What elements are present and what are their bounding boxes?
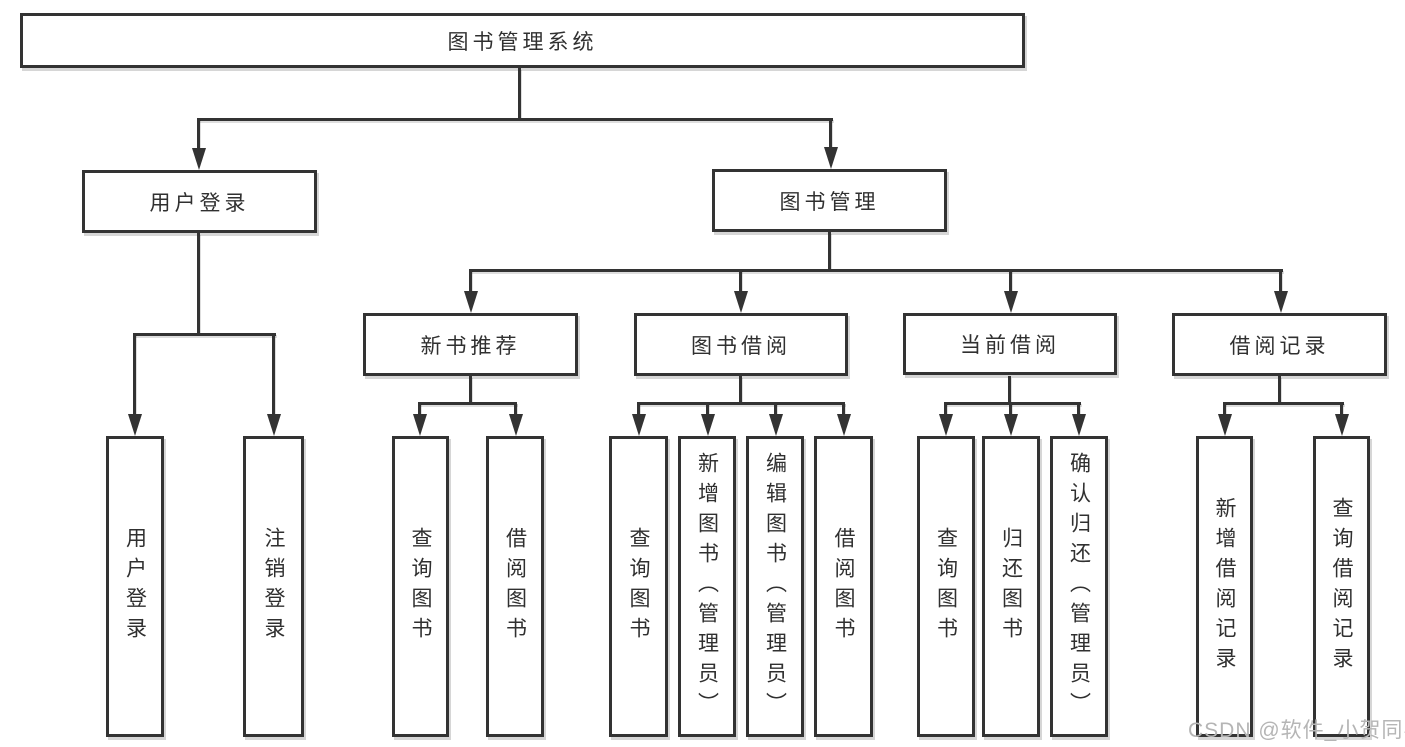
connector-line bbox=[1279, 269, 1282, 291]
connector-line bbox=[829, 118, 832, 150]
leaf-add-borrow-record: 新增借阅记录 bbox=[1196, 436, 1253, 737]
leaf-query-borrow-record: 查询借阅记录 bbox=[1313, 436, 1370, 737]
node-label: 查询图书 bbox=[627, 526, 650, 647]
connector-line bbox=[637, 402, 640, 414]
arrowhead-down-icon bbox=[631, 414, 646, 436]
node-label: 注销登录 bbox=[262, 526, 285, 647]
connector-line bbox=[739, 269, 742, 291]
connector-line bbox=[197, 118, 200, 150]
connector-line bbox=[272, 333, 275, 414]
node-new-book-recommend: 新书推荐 bbox=[363, 313, 578, 376]
arrowhead-down-icon bbox=[836, 414, 851, 436]
arrowhead-down-icon bbox=[508, 414, 523, 436]
leaf-user-login: 用户登录 bbox=[106, 436, 164, 737]
arrowhead-down-icon bbox=[1071, 414, 1086, 436]
node-borrow-records: 借阅记录 bbox=[1172, 313, 1387, 376]
leaf-return-books: 归还图书 bbox=[982, 436, 1040, 737]
arrowhead-down-icon bbox=[768, 414, 783, 436]
leaf-borrow-books-2: 借阅图书 bbox=[814, 436, 873, 737]
leaf-confirm-return-admin: 确认归还（管理员） bbox=[1050, 436, 1108, 737]
leaf-query-books-3: 查询图书 bbox=[917, 436, 975, 737]
connector-line bbox=[418, 402, 517, 405]
connector-line bbox=[197, 118, 833, 121]
node-label: 借阅记录 bbox=[1229, 334, 1330, 358]
connector-line bbox=[842, 402, 845, 414]
node-library-management-system: 图书管理系统 bbox=[20, 13, 1025, 68]
node-book-borrow: 图书借阅 bbox=[634, 313, 848, 376]
node-label: 归还图书 bbox=[999, 526, 1023, 647]
node-label: 用户登录 bbox=[123, 526, 147, 647]
node-label: 查询图书 bbox=[409, 526, 432, 647]
arrowhead-down-icon bbox=[1334, 414, 1349, 436]
node-label: 查询借阅记录 bbox=[1330, 496, 1353, 677]
node-label: 编辑图书（管理员） bbox=[763, 451, 787, 722]
leaf-query-books-2: 查询图书 bbox=[609, 436, 668, 737]
arrowhead-down-icon bbox=[1273, 291, 1288, 313]
arrowhead-down-icon bbox=[1003, 414, 1018, 436]
watermark-text: CSDN @软件_小贺同学 bbox=[1188, 719, 1405, 742]
connector-line bbox=[197, 233, 200, 333]
connector-line bbox=[469, 376, 472, 402]
node-label: 借阅图书 bbox=[832, 526, 855, 647]
arrowhead-down-icon bbox=[191, 148, 206, 170]
connector-line bbox=[944, 402, 1081, 405]
connector-line bbox=[637, 402, 845, 405]
connector-line bbox=[1009, 269, 1012, 291]
node-label: 用户登录 bbox=[149, 191, 250, 215]
connector-line bbox=[469, 269, 1283, 272]
arrowhead-down-icon bbox=[823, 147, 838, 169]
arrowhead-down-icon bbox=[266, 414, 281, 436]
connector-line bbox=[1077, 402, 1080, 414]
connector-line bbox=[706, 402, 709, 414]
arrowhead-down-icon bbox=[733, 291, 748, 313]
connector-line bbox=[133, 333, 276, 336]
arrowhead-down-icon bbox=[412, 414, 427, 436]
leaf-add-books-admin: 新增图书（管理员） bbox=[678, 436, 736, 737]
leaf-query-books-1: 查询图书 bbox=[392, 436, 449, 737]
connector-line bbox=[514, 402, 517, 414]
node-label: 借阅图书 bbox=[503, 526, 527, 647]
arrowhead-down-icon bbox=[127, 414, 142, 436]
connector-line bbox=[518, 68, 521, 118]
node-label: 新增图书（管理员） bbox=[695, 451, 719, 722]
connector-line bbox=[133, 333, 136, 414]
node-label: 新书推荐 bbox=[420, 334, 521, 358]
connector-line bbox=[1223, 402, 1226, 414]
node-label: 查询图书 bbox=[934, 526, 958, 647]
arrowhead-down-icon bbox=[700, 414, 715, 436]
connector-line bbox=[828, 232, 831, 269]
connector-line bbox=[1340, 402, 1343, 414]
arrowhead-down-icon bbox=[1003, 291, 1018, 313]
leaf-logout: 注销登录 bbox=[243, 436, 304, 737]
node-label: 当前借阅 bbox=[960, 334, 1060, 357]
node-label: 确认归还（管理员） bbox=[1067, 451, 1091, 722]
connector-line bbox=[1278, 376, 1281, 402]
connector-line bbox=[1223, 402, 1344, 405]
connector-line bbox=[774, 402, 777, 414]
arrowhead-down-icon bbox=[1217, 414, 1232, 436]
leaf-edit-books-admin: 编辑图书（管理员） bbox=[746, 436, 804, 737]
node-label: 新增借阅记录 bbox=[1213, 496, 1236, 677]
connector-line bbox=[1009, 402, 1012, 414]
node-label: 图书管理 bbox=[779, 190, 880, 214]
node-label: 图书借阅 bbox=[691, 334, 791, 358]
arrowhead-down-icon bbox=[463, 291, 478, 313]
connector-line bbox=[739, 376, 742, 402]
connector-line bbox=[944, 402, 947, 414]
leaf-borrow-books-1: 借阅图书 bbox=[486, 436, 544, 737]
node-book-management: 图书管理 bbox=[712, 169, 947, 232]
connector-line bbox=[469, 269, 472, 291]
node-user-login: 用户登录 bbox=[82, 170, 317, 233]
arrowhead-down-icon bbox=[938, 414, 953, 436]
connector-line bbox=[1008, 376, 1011, 402]
connector-line bbox=[418, 402, 421, 414]
node-current-borrow: 当前借阅 bbox=[903, 313, 1117, 375]
node-label: 图书管理系统 bbox=[447, 30, 598, 54]
